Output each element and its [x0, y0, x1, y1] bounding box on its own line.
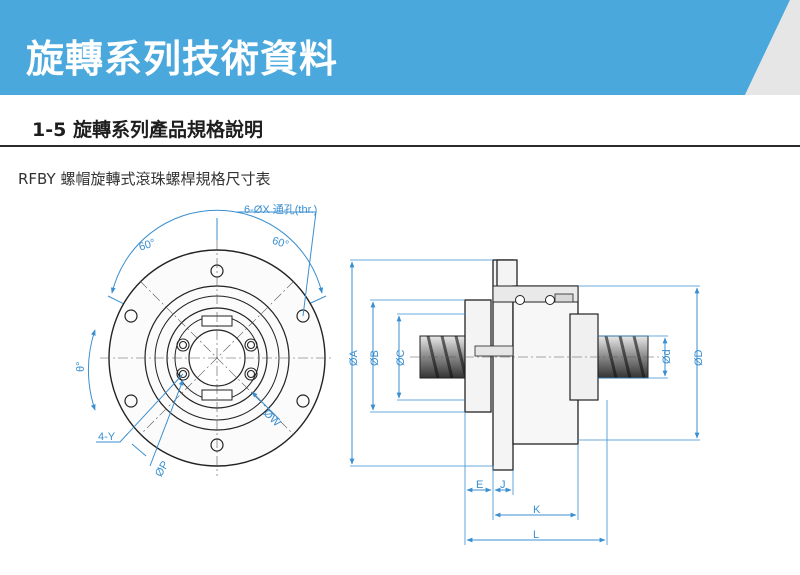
- banner-background: [0, 0, 800, 95]
- table-subtitle: RFBY 螺帽旋轉式滾珠螺桿規格尺寸表: [18, 170, 271, 188]
- y-holes-label: 4-Y: [98, 431, 116, 443]
- e-label: E: [476, 479, 483, 491]
- angle-left-label: 60°: [137, 237, 157, 254]
- drawing-canvas: 6-ØX 通孔(thr.) 60° 60° θ° 4-Y ØP ØW: [75, 203, 705, 545]
- j-label: J: [500, 479, 506, 491]
- dia-d-small-label: Ød: [661, 349, 673, 364]
- page-title: 旋轉系列技術資料: [26, 37, 339, 81]
- dia-a-label: ØA: [348, 349, 360, 366]
- section-divider: [0, 145, 800, 147]
- flange-hole: [296, 309, 310, 323]
- k-label: K: [533, 504, 541, 516]
- angle-right-label: 60°: [271, 235, 291, 252]
- technical-drawing: 6-ØX 通孔(thr.) 60° 60° θ° 4-Y ØP ØW: [0, 195, 800, 571]
- dia-d-large-label: ØD: [693, 349, 705, 366]
- dia-b-label: ØB: [369, 350, 381, 366]
- dia-c-label: ØC: [395, 349, 407, 366]
- front-view: 6-ØX 通孔(thr.) 60° 60° θ° 4-Y ØP ØW: [75, 203, 334, 479]
- holes-label: 6-ØX 通孔(thr.): [244, 203, 317, 216]
- theta-label: θ°: [75, 361, 87, 372]
- flange-hole: [124, 394, 138, 408]
- header-banner: 旋轉系列技術資料: [0, 0, 800, 95]
- pcd-p-label: ØP: [153, 459, 171, 479]
- flange-hole: [124, 309, 138, 323]
- side-view: ØA ØB ØC Ød ØD E J K L: [348, 259, 705, 545]
- flange-hole: [296, 394, 310, 408]
- section-title: 1-5 旋轉系列產品規格說明: [32, 119, 263, 141]
- l-label: L: [533, 529, 539, 541]
